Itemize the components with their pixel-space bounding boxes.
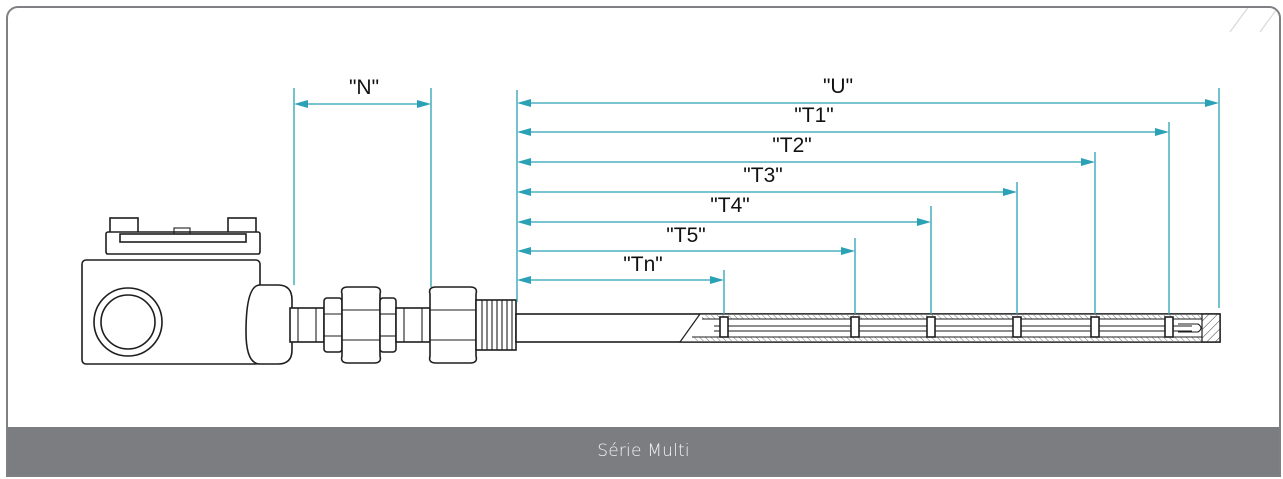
sensor-point-t2 bbox=[1090, 316, 1100, 338]
sensor-point-t1 bbox=[1164, 316, 1174, 338]
label-t4: "T4" bbox=[710, 194, 749, 217]
sensor-point-t5 bbox=[850, 316, 860, 338]
label-tn: "Tn" bbox=[623, 253, 662, 276]
connection-head bbox=[81, 217, 293, 365]
sheath bbox=[515, 313, 1221, 343]
dimension-lines bbox=[293, 88, 1220, 314]
label-u: "U" bbox=[823, 75, 853, 98]
label-t2: "T2" bbox=[772, 134, 811, 157]
label-t1: "T1" bbox=[794, 104, 833, 127]
sensor-point-tn bbox=[719, 316, 729, 338]
fitting-assembly bbox=[289, 286, 517, 364]
dimension-labels: "N" "U" "T1" "T2" "T3" "T4" "T5" "Tn" bbox=[349, 75, 853, 276]
technical-drawing: "N" "U" "T1" "T2" "T3" "T4" "T5" "Tn" bbox=[81, 8, 1279, 365]
cable-entry-inner bbox=[100, 294, 156, 350]
sensor-point-t3 bbox=[1012, 316, 1022, 338]
corner-decoration bbox=[1229, 8, 1279, 33]
caption-text: Série Multi bbox=[597, 441, 690, 461]
label-n: "N" bbox=[349, 76, 379, 99]
label-t5: "T5" bbox=[666, 224, 705, 247]
sensor-point-t4 bbox=[926, 316, 936, 338]
caption-bar: Série Multi bbox=[8, 427, 1279, 475]
label-t3: "T3" bbox=[743, 164, 782, 187]
hex-nut-2 bbox=[428, 286, 478, 364]
diagram-card: "N" "U" "T1" "T2" "T3" "T4" "T5" "Tn" Sé… bbox=[6, 6, 1281, 477]
hex-nut-1 bbox=[340, 286, 382, 364]
